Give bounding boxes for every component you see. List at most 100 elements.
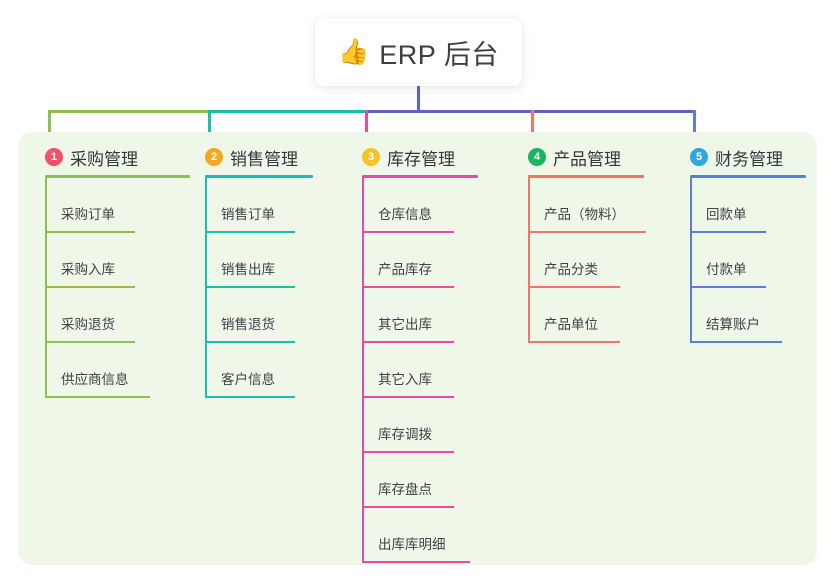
tree-item-rule [45, 231, 135, 233]
column-header-1[interactable]: 1 采购管理 [45, 146, 190, 169]
tree-item-label: 库存盘点 [378, 482, 432, 497]
tree-item-rule [45, 286, 135, 288]
tree-item-rule [45, 396, 150, 398]
column-title-2: 销售管理 [230, 149, 298, 169]
tree-item[interactable]: 其它出库 [362, 288, 478, 343]
column-badge-2: 2 [205, 148, 223, 166]
column-badge-1: 1 [45, 148, 63, 166]
column-badge-3: 3 [362, 148, 380, 166]
tree-item-label: 付款单 [706, 262, 747, 277]
bus-segment-sales [208, 110, 365, 113]
tree-item[interactable]: 客户信息 [205, 343, 313, 398]
column-title-3: 库存管理 [387, 149, 455, 169]
tree-item-label: 仓库信息 [378, 207, 432, 222]
tree-item[interactable]: 出库库明细 [362, 508, 478, 563]
tree-item[interactable]: 销售订单 [205, 178, 313, 233]
tree-item[interactable]: 销售出库 [205, 233, 313, 288]
tree-item[interactable]: 仓库信息 [362, 178, 478, 233]
column-4: 4 产品管理产品（物料） 产品分类产品单位 [528, 146, 646, 343]
tree-item-label: 产品单位 [544, 317, 598, 332]
tree-item[interactable]: 采购入库 [45, 233, 190, 288]
column-spine-4 [528, 178, 530, 343]
tree-item-label: 产品分类 [544, 262, 598, 277]
tree-item-rule [362, 396, 454, 398]
drop-connector-3 [365, 110, 368, 146]
column-title-1: 采购管理 [70, 149, 138, 169]
column-3: 3 库存管理仓库信息产品库存其它出库其它入库库存调拨库存盘点出库库明细 [362, 146, 478, 563]
root-node-card[interactable]: 👍 ERP 后台 [315, 18, 522, 86]
tree-item-label: 回款单 [706, 207, 747, 222]
tree-item[interactable]: 其它入库 [362, 343, 478, 398]
column-title-5: 财务管理 [715, 149, 783, 169]
tree-item-rule [362, 286, 454, 288]
tree-item-rule [362, 341, 454, 343]
tree-item[interactable]: 付款单 [690, 233, 806, 288]
tree-item[interactable]: 采购退货 [45, 288, 190, 343]
tree-item[interactable]: 产品库存 [362, 233, 478, 288]
tree-item-rule [205, 341, 295, 343]
column-spine-1 [45, 178, 47, 398]
tree-item-label: 销售退货 [221, 317, 275, 332]
bus-segment-purchase [48, 110, 208, 113]
column-2: 2 销售管理销售订单销售出库销售退货客户信息 [205, 146, 313, 398]
tree-item[interactable]: 回款单 [690, 178, 806, 233]
drop-connector-1 [48, 110, 51, 146]
column-spine-2 [205, 178, 207, 398]
tree-item-rule [528, 286, 620, 288]
tree-item-label: 销售订单 [221, 207, 275, 222]
column-spine-3 [362, 178, 364, 563]
tree-item-label: 出库库明细 [378, 537, 446, 552]
column-header-4[interactable]: 4 产品管理 [528, 146, 644, 169]
tree-item-rule [690, 341, 782, 343]
tree-item-label: 库存调拨 [378, 427, 432, 442]
tree-item-rule [205, 286, 295, 288]
column-badge-4: 4 [528, 148, 546, 166]
tree-item-rule [205, 231, 295, 233]
column-1: 1 采购管理采购订单采购入库采购退货供应商信息 [45, 146, 190, 398]
thumbs-up-icon: 👍 [338, 37, 370, 66]
drop-connector-4 [531, 110, 534, 146]
column-header-2[interactable]: 2 销售管理 [205, 146, 313, 169]
tree-item[interactable]: 采购订单 [45, 178, 190, 233]
column-items-3: 仓库信息产品库存其它出库其它入库库存调拨库存盘点出库库明细 [362, 178, 478, 563]
tree-item[interactable]: 库存盘点 [362, 453, 478, 508]
column-underline-4 [528, 175, 644, 178]
column-underline-1 [45, 175, 190, 178]
column-5: 5 财务管理回款单付款单结算账户 [690, 146, 806, 343]
tree-item-rule [528, 341, 620, 343]
column-items-4: 产品（物料） 产品分类产品单位 [528, 178, 646, 343]
tree-item-rule [690, 231, 766, 233]
tree-item-rule [45, 341, 135, 343]
tree-item-rule [362, 561, 470, 563]
tree-item[interactable]: 产品单位 [528, 288, 644, 343]
tree-item[interactable]: 产品分类 [528, 233, 644, 288]
tree-item[interactable]: 库存调拨 [362, 398, 478, 453]
root-stem-connector [416, 86, 420, 113]
tree-item-label: 结算账户 [706, 317, 760, 332]
tree-item[interactable]: 销售退货 [205, 288, 313, 343]
tree-item[interactable]: 产品（物料） [528, 178, 646, 233]
drop-connector-2 [208, 110, 211, 146]
tree-item-label: 产品（物料） [544, 207, 625, 222]
tree-item-rule [205, 396, 295, 398]
tree-item-label: 其它出库 [378, 317, 432, 332]
tree-item-label: 供应商信息 [61, 372, 129, 387]
column-title-4: 产品管理 [553, 149, 621, 169]
tree-item-label: 其它入库 [378, 372, 432, 387]
tree-item-label: 客户信息 [221, 372, 275, 387]
tree-item-rule [362, 506, 454, 508]
tree-item[interactable]: 供应商信息 [45, 343, 190, 398]
column-header-3[interactable]: 3 库存管理 [362, 146, 478, 169]
tree-item-rule [528, 231, 646, 233]
root-node-title: ERP 后台 [379, 39, 499, 70]
column-items-1: 采购订单采购入库采购退货供应商信息 [45, 178, 190, 398]
column-items-2: 销售订单销售出库销售退货客户信息 [205, 178, 313, 398]
column-underline-3 [362, 175, 478, 178]
tree-item[interactable]: 结算账户 [690, 288, 806, 343]
tree-item-rule [362, 451, 454, 453]
column-header-5[interactable]: 5 财务管理 [690, 146, 806, 169]
column-underline-5 [690, 175, 806, 178]
column-badge-5: 5 [690, 148, 708, 166]
column-spine-5 [690, 178, 692, 343]
branches-panel [18, 132, 817, 565]
